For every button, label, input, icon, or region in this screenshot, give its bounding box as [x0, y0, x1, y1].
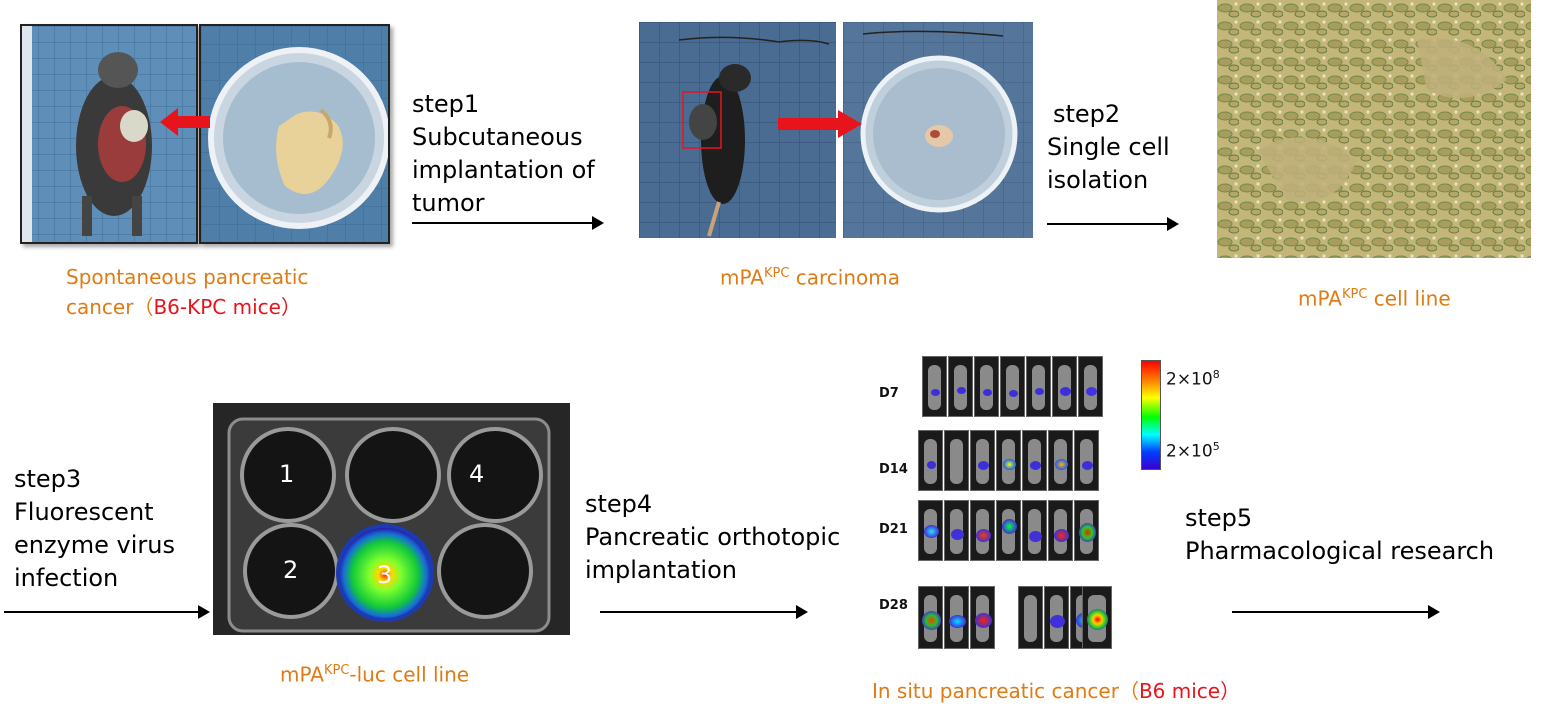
well-empty-top [345, 427, 441, 523]
well-label-2: 2 [283, 556, 299, 584]
luminescence-scale-bar [1141, 360, 1161, 470]
scale-high-label: 2×108 [1166, 368, 1220, 390]
step5-line2: Pharmacological research [1185, 537, 1495, 565]
step1-arrow [412, 216, 604, 230]
step3-text: step3 Fluorescent enzyme virus infection [14, 463, 175, 595]
well-1 [240, 427, 336, 523]
step1-label: step1 [412, 90, 480, 118]
step3-label: step3 [14, 465, 82, 493]
step2-line3: isolation [1047, 166, 1149, 194]
step2-arrow [1047, 217, 1179, 231]
step1-text: step1 Subcutaneous implantation of tumor [412, 88, 595, 220]
caption-cell-line: mPAKPC cell line [1298, 286, 1451, 311]
step4-line3: implantation [585, 556, 737, 584]
tumor-dish-illustration [201, 26, 388, 242]
photo-six-well-plate: 1 2 3 4 [213, 403, 570, 635]
bli-row-d28 [918, 586, 1114, 649]
day-label-d28: D28 [879, 598, 908, 613]
caption-luc-cell-line: mPAKPC-luc cell line [280, 662, 470, 687]
well-label-3: 3 [377, 561, 393, 589]
step2-line2: Single cell [1047, 133, 1170, 161]
caption-in-situ: In situ pancreatic cancer（B6 mice） [872, 679, 1241, 703]
step2-label: step2 [1053, 100, 1121, 128]
photo-small-tumor-dish [843, 22, 1033, 238]
six-well-plate-illustration [227, 417, 551, 633]
well-3 [336, 524, 434, 622]
photo-mouse-subcutaneous [639, 22, 836, 238]
caption-spontaneous-line1: Spontaneous pancreatic [66, 265, 309, 289]
day-label-d7: D7 [879, 386, 899, 401]
photo-dissected-mouse [20, 24, 198, 244]
bli-row-d7 [922, 356, 1108, 417]
step4-arrow [600, 605, 808, 619]
well-4 [447, 427, 543, 523]
caption-carcinoma: mPAKPC carcinoma [720, 265, 901, 290]
step1-line3: implantation of [412, 156, 595, 184]
caption-spontaneous: Spontaneous pancreatic cancer（B6-KPC mic… [66, 262, 308, 322]
scale-low-label: 2×105 [1166, 440, 1220, 462]
caption-spontaneous-line2: cancer（B6-KPC mice） [66, 295, 301, 319]
step3-line4: infection [14, 564, 119, 592]
step4-line2: Pancreatic orthotopic [585, 523, 841, 551]
photo-cell-culture [1217, 0, 1531, 258]
well-label-1: 1 [279, 460, 295, 488]
red-arrow-left [160, 108, 210, 136]
day-label-d21: D21 [879, 522, 908, 537]
step3-line2: Fluorescent [14, 498, 154, 526]
photo-tumor-dish [199, 24, 390, 244]
well-label-4: 4 [469, 460, 485, 488]
step5-text: step5 Pharmacological research [1185, 502, 1494, 568]
well-empty-bottom [437, 523, 533, 619]
step4-label: step4 [585, 490, 653, 518]
cell-culture-illustration [1217, 0, 1531, 258]
step1-line4: tumor [412, 189, 485, 217]
step1-line2: Subcutaneous [412, 123, 583, 151]
step2-text: step2 Single cell isolation [1047, 98, 1170, 197]
day-label-d14: D14 [879, 462, 908, 477]
dissected-mouse-illustration [22, 26, 196, 242]
step5-label: step5 [1185, 504, 1253, 532]
bli-row-d21 [918, 500, 1108, 561]
step5-arrow [1232, 605, 1440, 619]
bli-row-d14 [918, 430, 1104, 491]
step4-text: step4 Pancreatic orthotopic implantation [585, 488, 840, 587]
small-tumor-dish-illustration [843, 22, 1033, 238]
red-arrow-right [778, 110, 862, 138]
step3-arrow [4, 605, 210, 619]
step3-line3: enzyme virus [14, 531, 176, 559]
